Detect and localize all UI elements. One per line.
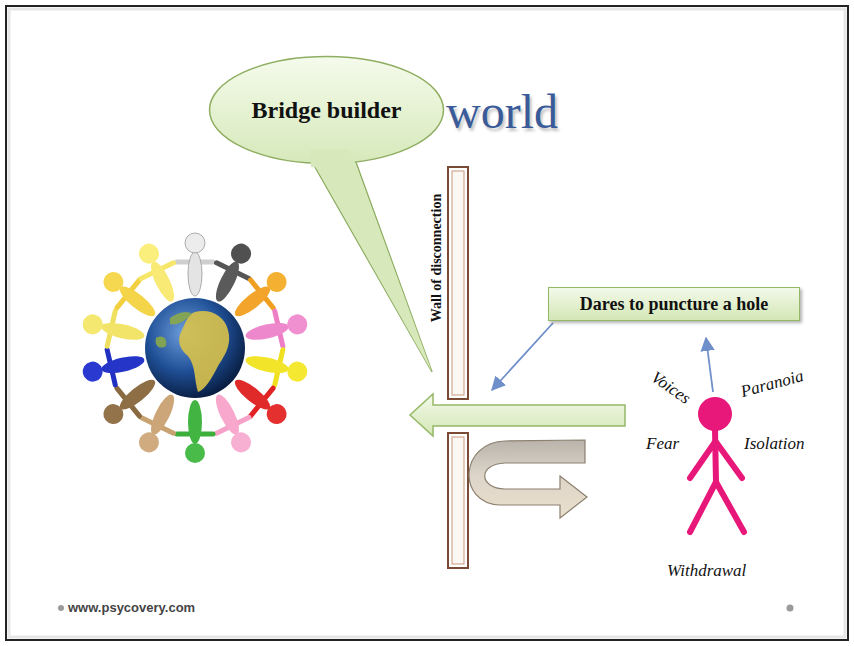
turn-back-arrow: [469, 440, 587, 518]
slide-inner-shade: [9, 9, 845, 637]
globe-illustration: [66, 222, 311, 468]
crossing-arrow: [410, 394, 625, 436]
node-text: Bridge builder: [251, 97, 401, 124]
speech-bubble: Bridge builder: [208, 55, 445, 165]
leader-arrow: [492, 323, 553, 390]
wall-label: Wall of disconnection: [429, 194, 445, 322]
symptom-word: Isolation: [744, 434, 804, 454]
people-ring: [79, 233, 311, 463]
node-text: Dares to puncture a hole: [580, 294, 768, 315]
callout-box: Dares to puncture a hole: [548, 287, 800, 321]
slide-frame: [6, 6, 848, 640]
symptom-word: Fear: [646, 434, 679, 454]
title-word: world: [446, 84, 558, 139]
globe: [145, 298, 245, 398]
leader-arrow: [706, 338, 713, 392]
globe-land: [179, 311, 229, 392]
website-footer: www.psycovery.com: [68, 600, 195, 615]
globe-land: [156, 312, 192, 348]
symptom-word: Withdrawal: [667, 561, 746, 581]
footer-dot: [58, 605, 64, 611]
wall: [448, 167, 468, 568]
stick-figure: [690, 397, 744, 532]
footer-dot: [787, 605, 794, 612]
